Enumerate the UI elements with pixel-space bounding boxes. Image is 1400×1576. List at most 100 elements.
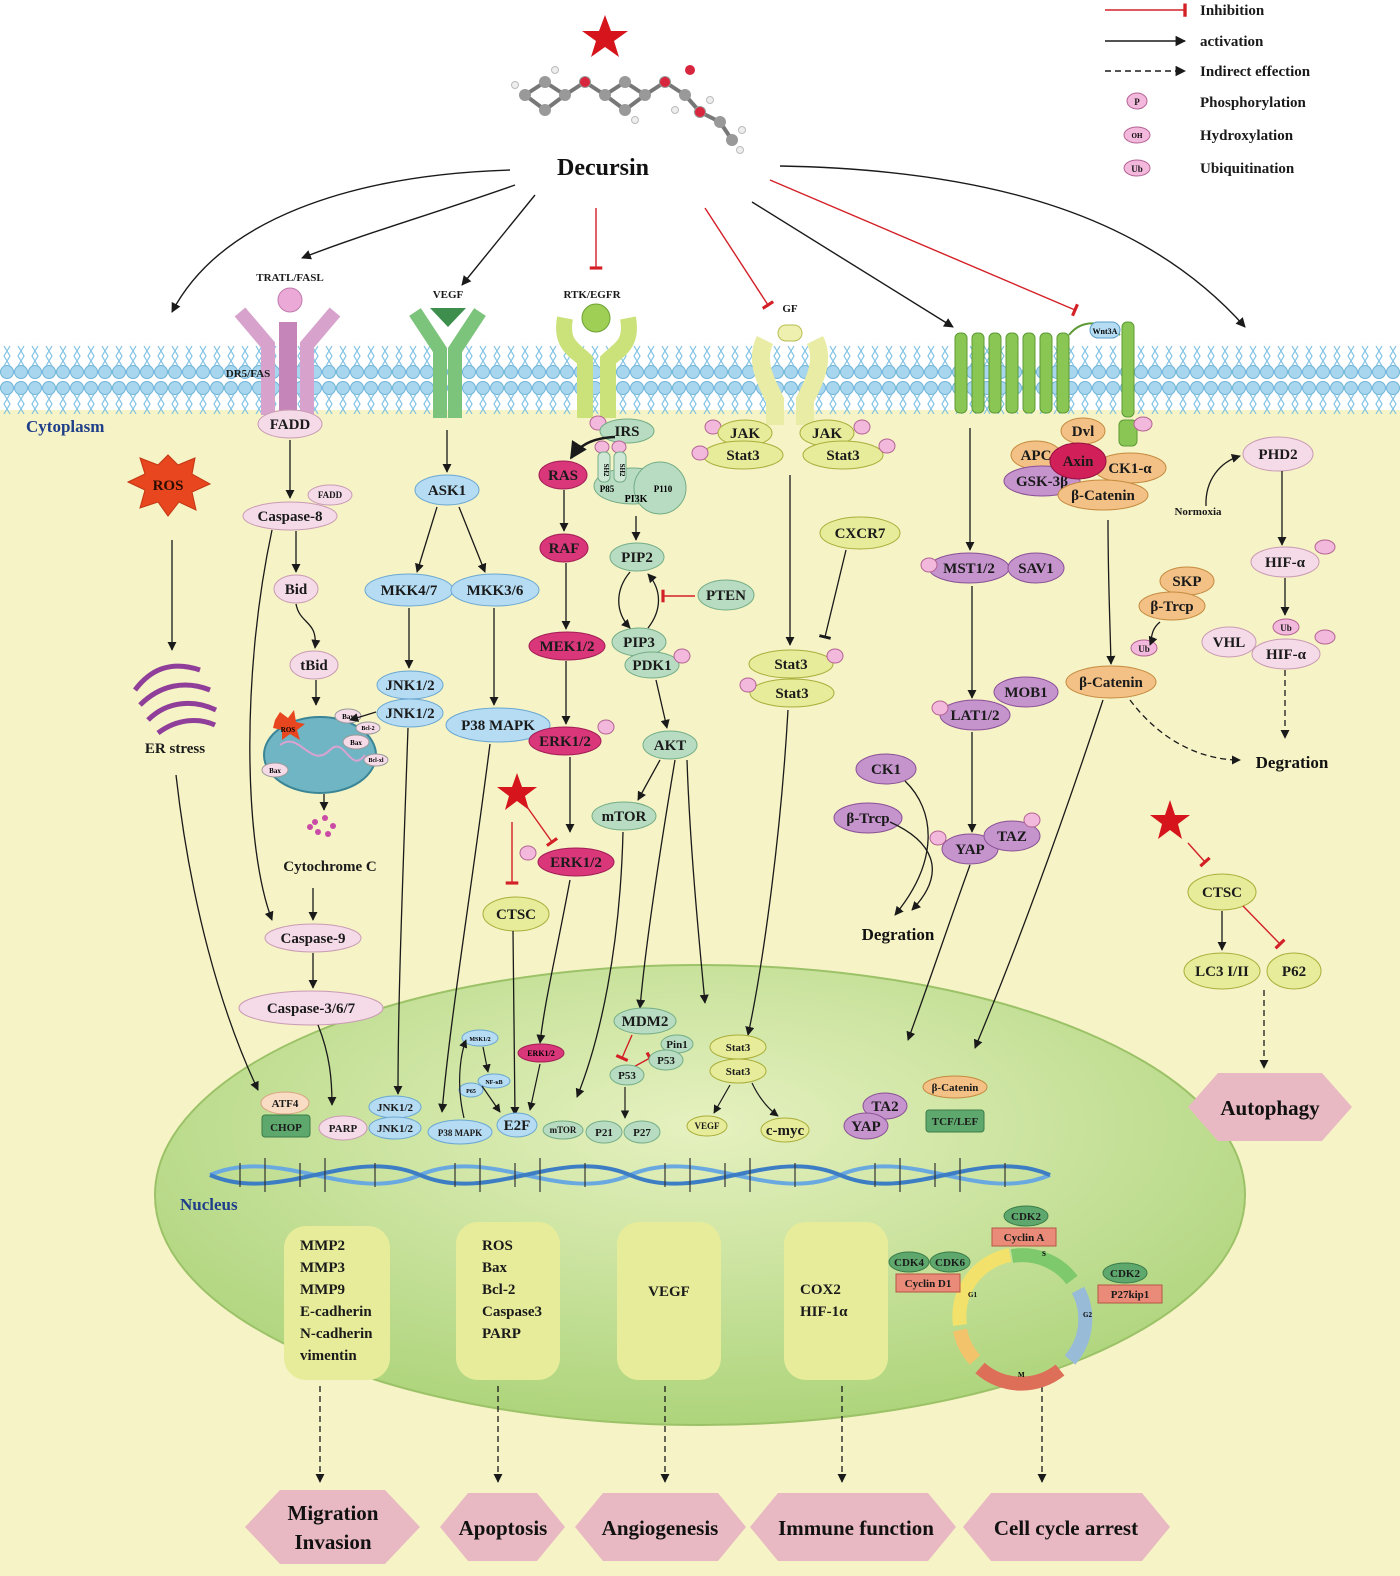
svg-text:PIP2: PIP2 (621, 550, 653, 566)
legend-inhibition: Inhibition (1200, 3, 1265, 19)
normoxia-label: Normoxia (1174, 506, 1222, 518)
svg-text:P65: P65 (466, 1089, 476, 1095)
btrcp2-node: β-Trcp (1138, 591, 1206, 621)
svg-text:β-Trcp: β-Trcp (846, 811, 889, 827)
svg-text:FADD: FADD (318, 490, 343, 500)
jnk-node-a: JNK1/2 (376, 670, 444, 700)
svg-text:CHOP: CHOP (270, 1122, 302, 1134)
svg-text:Stat3: Stat3 (726, 1042, 751, 1054)
mst-node: MST1/2 (920, 552, 1010, 584)
irs-node: IRS (599, 418, 655, 444)
hif-degradation-label: Degration (1256, 753, 1329, 772)
svg-text:Stat3: Stat3 (726, 1066, 751, 1078)
svg-text:ASK1: ASK1 (428, 483, 466, 499)
legend-activation: activation (1200, 34, 1264, 50)
er-stress-label: ER stress (145, 741, 205, 757)
svg-text:Bax: Bax (482, 1260, 508, 1276)
svg-text:TCF/LEF: TCF/LEF (932, 1116, 979, 1128)
svg-text:HIF-α: HIF-α (1265, 555, 1306, 571)
pdk1-node: PDK1 (624, 648, 691, 679)
svg-text:RAF: RAF (549, 541, 580, 557)
svg-text:mTOR: mTOR (602, 809, 647, 825)
fadd-small-node: FADD (307, 484, 353, 506)
stat3-node-3: Stat3 (748, 648, 844, 679)
svg-text:MST1/2: MST1/2 (943, 561, 995, 577)
svg-text:P62: P62 (1282, 964, 1306, 980)
msk-node: MSK1/2 (461, 1029, 499, 1047)
outcome-apoptosis: Apoptosis (440, 1493, 565, 1561)
svg-text:IRS: IRS (614, 424, 639, 440)
svg-text:MDM2: MDM2 (622, 1014, 669, 1030)
cdk6-node: CDK6 (929, 1251, 971, 1273)
fadd-node: FADD (257, 409, 323, 439)
yap-nuc: YAP (843, 1112, 889, 1140)
svg-text:JAK: JAK (730, 426, 760, 442)
akt-node: AKT (642, 730, 698, 760)
svg-text:ERK1/2: ERK1/2 (527, 1049, 555, 1058)
mek-node: MEK1/2 (528, 631, 606, 661)
lat-node: LAT1/2 (931, 699, 1011, 731)
svg-text:tBid: tBid (300, 658, 328, 674)
star-erk-icon (497, 773, 537, 810)
hif-ub-badge: Ub (1272, 618, 1300, 636)
rtk-label: RTK/EGFR (563, 289, 621, 301)
svg-text:SH2: SH2 (602, 464, 610, 477)
hif-node-2: HIF-α (1251, 629, 1336, 670)
svg-text:TAZ: TAZ (997, 829, 1027, 845)
cmyc-node: c-myc (760, 1117, 810, 1143)
dna-helix (209, 1158, 1051, 1192)
e2f-node: E2F (496, 1112, 538, 1138)
cyclin-a-node: Cyclin A (991, 1227, 1057, 1247)
svg-text:Stat3: Stat3 (774, 657, 807, 673)
svg-text:Caspase3: Caspase3 (482, 1304, 542, 1320)
gf-receptor (751, 324, 829, 425)
jnk-nuc-b: JNK1/2 (368, 1116, 422, 1140)
erk-nuc: ERK1/2 (517, 1043, 565, 1063)
svg-text:P38 MAPK: P38 MAPK (461, 718, 535, 734)
cell-membrane (0, 338, 1400, 414)
vegf-receptor (409, 308, 486, 418)
sav-node: SAV1 (1007, 552, 1065, 584)
legend-indirect: Indirect effection (1200, 64, 1311, 80)
svg-text:NF-κB: NF-κB (485, 1080, 502, 1086)
svg-text:ROS: ROS (482, 1238, 513, 1254)
migration-box: MMP2 MMP3 MMP9 E-cadherin N-cadherin vim… (284, 1226, 390, 1380)
svg-text:CK1-α: CK1-α (1108, 461, 1152, 477)
svg-text:ATF4: ATF4 (272, 1098, 299, 1110)
cdk2-node-a: CDK2 (1003, 1205, 1049, 1227)
svg-text:β-Catenin: β-Catenin (932, 1082, 979, 1094)
jnk-node-b: JNK1/2 (376, 698, 444, 728)
svg-text:CTSC: CTSC (496, 907, 536, 923)
stat3-node-2: Stat3 (802, 438, 896, 470)
svg-text:JNK1/2: JNK1/2 (385, 706, 434, 722)
svg-text:HIF-1α: HIF-1α (800, 1304, 848, 1320)
legend-oh-badge: OH (1132, 132, 1143, 140)
immune-box: COX2 HIF-1α (784, 1222, 888, 1380)
cxcr7-inhibition-line (818, 549, 847, 640)
chop-node: CHOP (261, 1114, 311, 1138)
rtk-egfr-receptor (556, 303, 637, 418)
svg-text:Bax: Bax (350, 739, 362, 747)
svg-text:MMP2: MMP2 (300, 1238, 345, 1254)
hif-node-1: HIF-α (1250, 539, 1336, 578)
svg-text:G2: G2 (1083, 1311, 1092, 1319)
svg-text:E2F: E2F (504, 1118, 531, 1134)
svg-text:N-cadherin: N-cadherin (300, 1326, 373, 1342)
jak-node-2: JAK (799, 419, 871, 447)
legend-ub-badge: Ub (1131, 164, 1143, 174)
apoptosis-box: ROS Bax Bcl-2 Caspase3 PARP (456, 1222, 560, 1380)
svg-text:Invasion: Invasion (294, 1530, 371, 1554)
stat3-node-1: Stat3 (691, 440, 784, 470)
svg-text:β-Catenin: β-Catenin (1071, 488, 1135, 504)
svg-text:P53: P53 (618, 1070, 636, 1082)
svg-text:Angiogenesis: Angiogenesis (602, 1516, 719, 1540)
cell-cycle-diagram: S G1 G2 M (952, 1248, 1092, 1391)
stat3-node-4: Stat3 (739, 677, 835, 708)
svg-text:Cell cycle arrest: Cell cycle arrest (994, 1516, 1138, 1540)
legend-phosphorylation: Phosphorylation (1200, 95, 1307, 111)
svg-text:P27kip1: P27kip1 (1111, 1289, 1150, 1301)
cytoplasm-label: Cytoplasm (26, 417, 104, 436)
svg-text:MKK4/7: MKK4/7 (381, 583, 438, 599)
axin-node: Axin (1049, 442, 1107, 480)
